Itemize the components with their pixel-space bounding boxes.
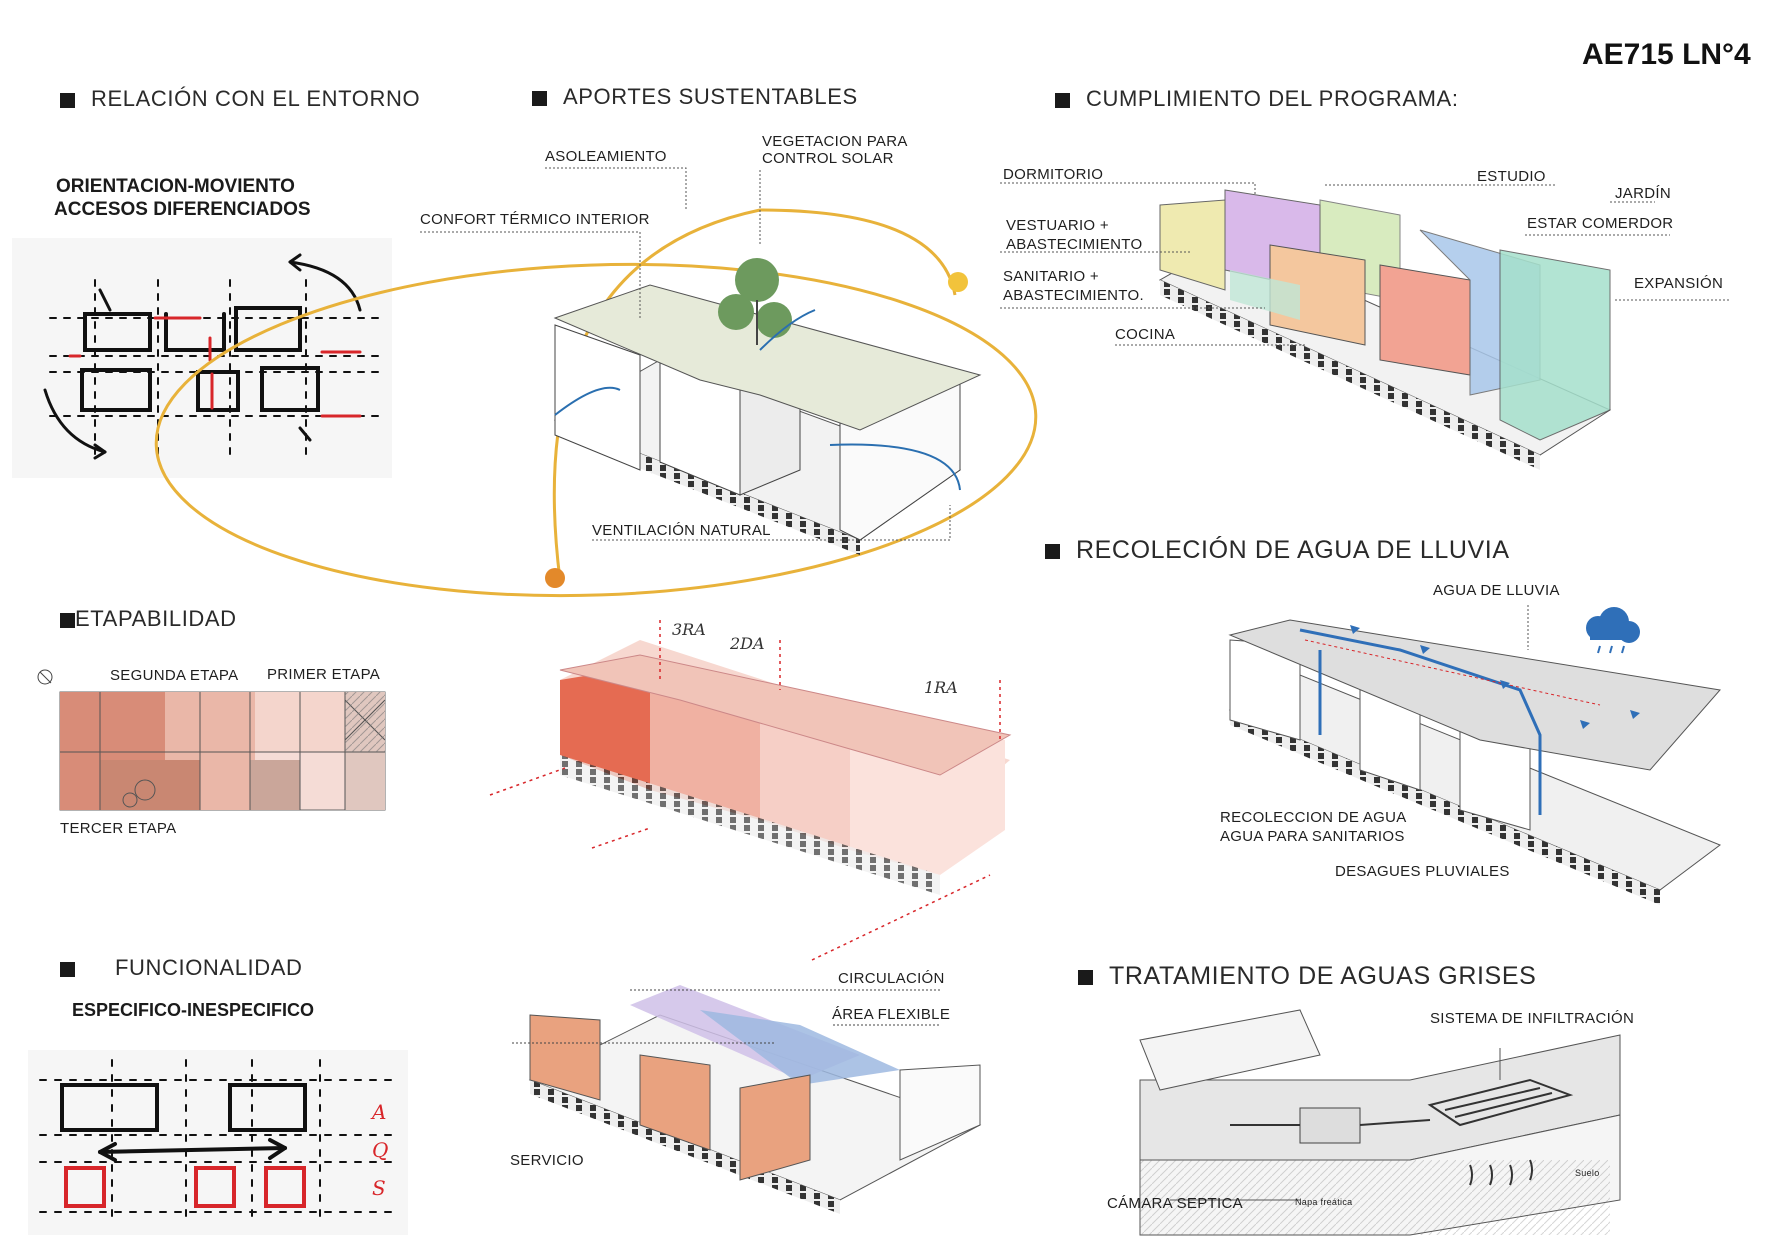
- label-estar: ESTAR COMERDOR: [1527, 215, 1674, 232]
- label-cocina: COCINA: [1115, 326, 1176, 343]
- rain-cloud-icon: [1586, 607, 1640, 654]
- label-dormitorio: DORMITORIO: [1003, 166, 1104, 183]
- label-vegetacion-2: CONTROL SOLAR: [762, 150, 894, 167]
- bullet-square-icon: [532, 90, 547, 106]
- label-area-flexible: ÁREA FLEXIBLE: [832, 1006, 951, 1023]
- funcionalidad-subtitle: ESPECIFICO-INESPECIFICO: [72, 1000, 315, 1020]
- section-aportes: APORTES SUSTENTABLES: [532, 84, 858, 110]
- label-agua-lluvia: AGUA DE LLUVIA: [1433, 582, 1560, 599]
- section-etapabilidad: ETAPABILIDAD: [60, 606, 237, 632]
- label-estudio: ESTUDIO: [1477, 168, 1546, 185]
- orientation-sketch: [12, 238, 392, 478]
- section-lluvia: RECOLECIÓN DE AGUA DE LLUVIA: [1045, 536, 1510, 565]
- functionality-3d-diagram: [512, 985, 982, 1214]
- greywater-diagram: [1139, 1009, 1621, 1236]
- label-suelo: Suelo: [1575, 1168, 1600, 1178]
- bullet-square-icon: [60, 612, 75, 628]
- bullet-square-icon: [60, 961, 75, 977]
- label-expansion: EXPANSIÓN: [1634, 275, 1724, 292]
- sketch-letter-q: Q: [372, 1138, 389, 1162]
- label-circulacion: CIRCULACIÓN: [838, 970, 945, 987]
- tag-1ra: 1RA: [924, 678, 958, 697]
- program-3d-diagram: [1000, 182, 1730, 470]
- entorno-subtitle-2: ACCESOS DIFERENCIADOS: [54, 199, 311, 220]
- label-vestuario-2: ABASTECIMIENTO: [1006, 236, 1143, 253]
- label-camara-septica: CÁMARA SEPTICA: [1107, 1195, 1243, 1212]
- label-tercer-etapa: TERCER ETAPA: [60, 820, 177, 837]
- label-napa: Napa freática: [1295, 1197, 1353, 1207]
- bullet-square-icon: [1045, 543, 1060, 559]
- entorno-subtitle-1: ORIENTACION-MOVIENTO: [56, 176, 295, 197]
- functionality-sketch: [28, 1050, 408, 1235]
- label-asoleamiento: ASOLEAMIENTO: [545, 148, 667, 165]
- label-jardin: JARDÍN: [1615, 185, 1671, 202]
- staging-3d-diagram: [489, 620, 1012, 961]
- bullet-square-icon: [60, 92, 75, 108]
- label-vegetacion-1: VEGETACION PARA: [762, 133, 908, 150]
- page-code: AE715 LN°4: [1582, 38, 1751, 71]
- label-confort: CONFORT TÉRMICO INTERIOR: [420, 211, 650, 228]
- bullet-square-icon: [1055, 92, 1070, 108]
- sustainable-house-diagram: [154, 167, 1038, 598]
- section-grises: TRATAMIENTO DE AGUAS GRISES: [1078, 962, 1536, 991]
- sketch-letter-s: S: [372, 1176, 386, 1200]
- label-recoleccion-1: RECOLECCION DE AGUA: [1220, 809, 1407, 826]
- label-primer-etapa: PRIMER ETAPA: [267, 666, 381, 683]
- label-ventilacion: VENTILACIÓN NATURAL: [592, 522, 771, 539]
- label-sanitario-1: SANITARIO +: [1003, 268, 1099, 285]
- label-sanitario-2: ABASTECIMIENTO.: [1003, 287, 1144, 304]
- label-recoleccion-2: AGUA PARA SANITARIOS: [1220, 828, 1405, 845]
- section-funcionalidad: FUNCIONALIDAD: [60, 955, 303, 981]
- label-vestuario-1: VESTUARIO +: [1006, 217, 1109, 234]
- label-infiltracion: SISTEMA DE INFILTRACIÓN: [1430, 1010, 1635, 1027]
- staging-plan: [37, 669, 386, 811]
- label-segunda-etapa: SEGUNDA ETAPA: [110, 667, 239, 684]
- label-servicio: SERVICIO: [510, 1152, 584, 1169]
- bullet-square-icon: [1078, 969, 1093, 985]
- section-entorno: RELACIÓN CON EL ENTORNO: [60, 86, 420, 112]
- label-desagues: DESAGUES PLUVIALES: [1335, 863, 1510, 880]
- tag-3ra: 3RA: [672, 620, 706, 639]
- sketch-letter-a: A: [372, 1100, 387, 1124]
- tag-2da: 2DA: [730, 634, 765, 653]
- rainwater-3d-diagram: [1228, 605, 1722, 905]
- section-programa: CUMPLIMIENTO DEL PROGRAMA:: [1055, 86, 1459, 112]
